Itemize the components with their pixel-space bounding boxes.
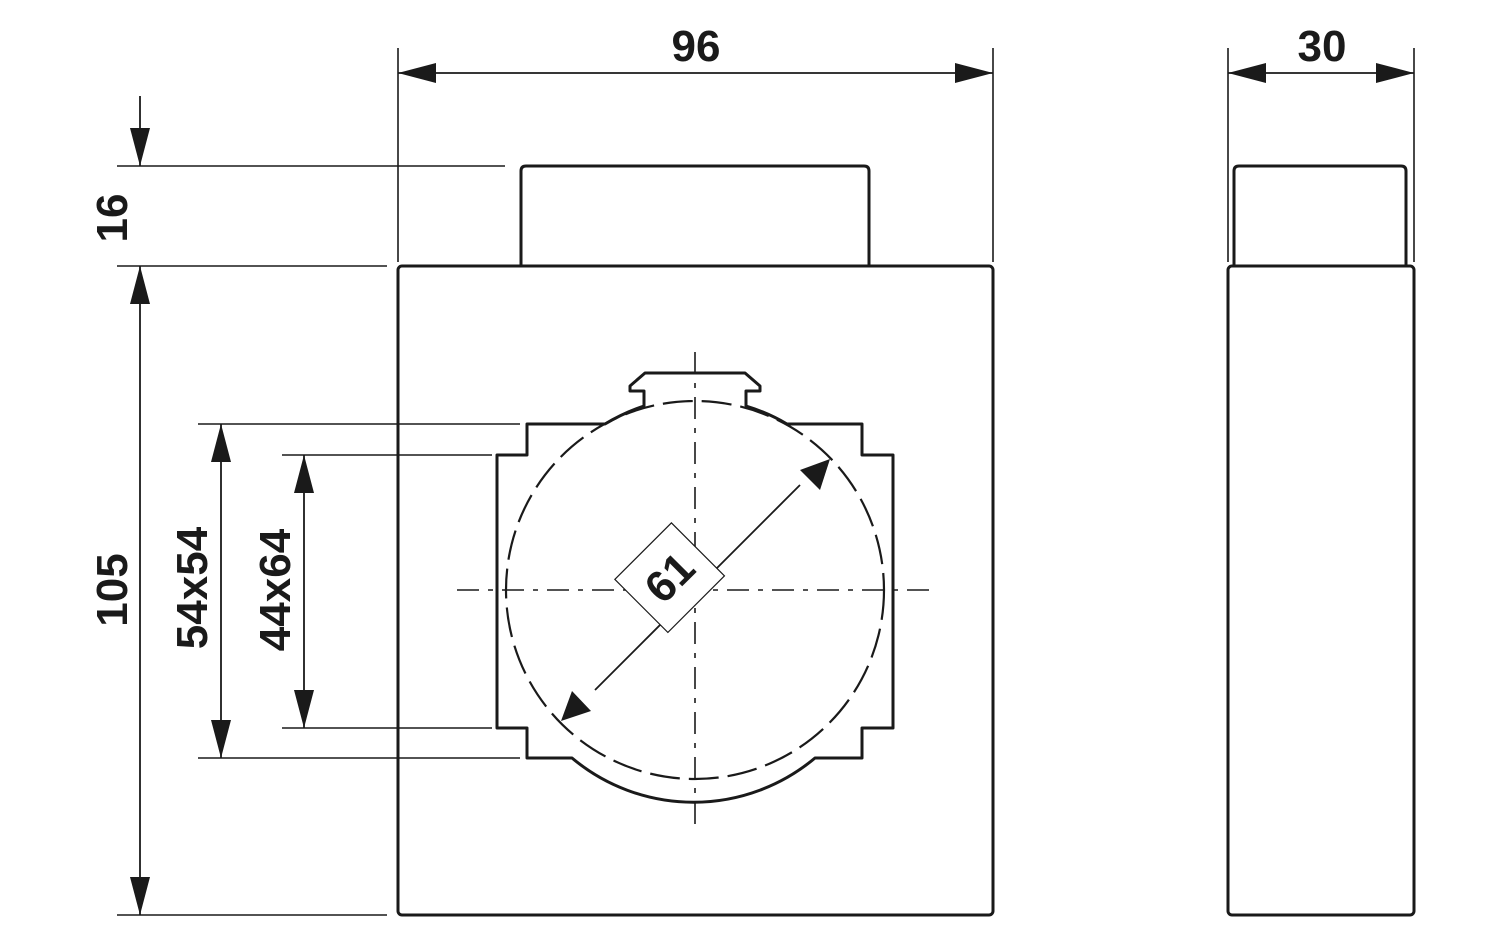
width-dimension: 96 (398, 22, 993, 83)
main-body-outline (396, 264, 995, 917)
side-top-block-outline (1232, 164, 1408, 266)
body-height-dimension: 105 (88, 266, 150, 915)
extension-lines (117, 48, 1415, 916)
side-view (1226, 164, 1416, 917)
top-block-outline (519, 164, 871, 266)
inner-window-dimension: 44x64 (251, 455, 314, 728)
depth-dimension: 30 (1228, 22, 1414, 83)
width-label: 96 (672, 22, 721, 71)
window-opening-outline (495, 371, 895, 804)
top-height-label: 16 (88, 194, 137, 243)
inner-window-label: 44x64 (251, 528, 300, 651)
diameter-dimension: 61 (561, 459, 830, 721)
outer-window-dimension: 54x54 (168, 424, 231, 758)
front-view: 61 (396, 164, 995, 917)
outer-window-label: 54x54 (168, 526, 217, 649)
depth-label: 30 (1298, 22, 1347, 71)
body-height-label: 105 (88, 553, 137, 626)
side-body-outline (1226, 264, 1416, 917)
top-height-dimension: 16 (88, 96, 150, 242)
